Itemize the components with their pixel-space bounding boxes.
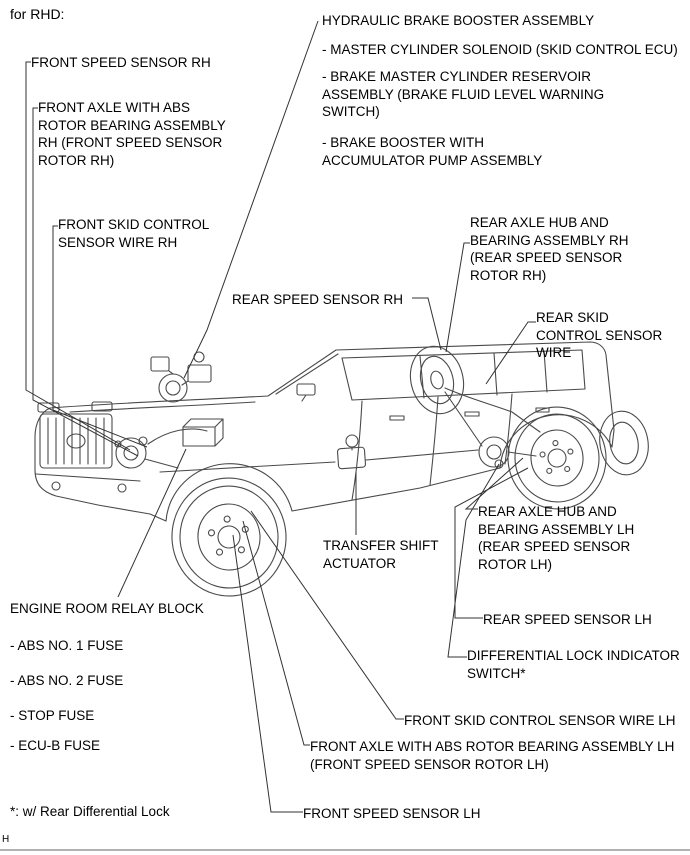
label-front-speed-sensor-lh: FRONT SPEED SENSOR LH [303, 806, 481, 821]
front-lh-wheel [171, 477, 287, 597]
label-abs-no2-fuse: - ABS NO. 2 FUSE [10, 673, 124, 688]
leader-line [232, 534, 303, 813]
car-body [34, 341, 615, 522]
rear-differential [444, 387, 541, 469]
label-rear-speed-sensor-rh: REAR SPEED SENSOR RH [232, 292, 404, 307]
label-engine-room-relay-block: ENGINE ROOM RELAY BLOCK [10, 601, 204, 616]
leader-line [117, 448, 187, 598]
label-front-speed-sensor-rh: FRONT SPEED SENSOR RH [31, 55, 211, 70]
label-stop-fuse: - STOP FUSE [10, 708, 95, 723]
label-front-skid-control-sensor-wire-rh: FRONT SKID CONTROL SENSOR WIRE RH [58, 217, 209, 250]
leader-line [32, 107, 139, 457]
label-master-cylinder-solenoid: - MASTER CYLINDER SOLENOID (SKID CONTROL… [322, 42, 678, 57]
far-rear-tire [599, 410, 649, 476]
label-transfer-shift-actuator: TRANSFER SHIFT ACTUATOR [323, 538, 439, 571]
label-rear-speed-sensor-lh: REAR SPEED SENSOR LH [483, 612, 652, 627]
leader-line [250, 510, 404, 720]
leader-line [454, 467, 529, 619]
leader-line [183, 20, 319, 379]
leader-line [52, 225, 148, 448]
label-rear-axle-hub-bearing-lh: REAR AXLE HUB AND BEARING ASSEMBLY LH (R… [478, 504, 635, 572]
label-ecu-b-fuse: - ECU-B FUSE [10, 738, 101, 753]
leader-line [412, 297, 442, 351]
label-hydraulic-brake-booster-assembly: HYDRAULIC BRAKE BOOSTER ASSEMBLY [322, 13, 595, 28]
label-front-axle-abs-rotor-lh: FRONT AXLE WITH ABS ROTOR BEARING ASSEMB… [310, 739, 675, 772]
relay-block-art [182, 418, 224, 447]
label-abs-no1-fuse: - ABS NO. 1 FUSE [10, 638, 124, 653]
label-front-skid-control-sensor-wire-lh: FRONT SKID CONTROL SENSOR WIRE LH [404, 713, 676, 728]
rear-lh-wheel [507, 406, 607, 510]
label-rear-axle-hub-bearing-rh: REAR AXLE HUB AND BEARING ASSEMBLY RH (R… [470, 215, 629, 283]
page-mark: H [2, 834, 10, 845]
front-rh-axle [114, 428, 208, 469]
variant-header: for RHD: [10, 6, 65, 22]
side-windows [341, 349, 586, 401]
label-brake-booster-accumulator-pump: - BRAKE BOOSTER WITH ACCUMULATOR PUMP AS… [322, 135, 543, 168]
vehicle-illustration [34, 341, 649, 597]
leader-line [485, 321, 536, 385]
leader-line [464, 457, 524, 510]
label-differential-lock-indicator-switch: DIFFERENTIAL LOCK INDICATOR SWITCH* [467, 648, 680, 681]
label-brake-master-cylinder-reservoir: - BRAKE MASTER CYLINDER RESERVOIR ASSEMB… [322, 69, 605, 120]
brake-booster-assembly-art [150, 351, 212, 403]
side-mirror [296, 383, 316, 402]
driveline [159, 434, 479, 473]
leader-lines [25, 20, 536, 813]
label-front-axle-abs-rotor-rh: FRONT AXLE WITH ABS ROTOR BEARING ASSEMB… [38, 100, 226, 168]
leader-line [242, 520, 310, 746]
label-rear-skid-control-sensor-wire: REAR SKID CONTROL SENSOR WIRE [536, 310, 663, 361]
front-grille [35, 401, 141, 493]
leader-line [445, 242, 470, 353]
leader-line [447, 463, 500, 658]
footnote: *: w/ Rear Differential Lock [10, 804, 170, 819]
